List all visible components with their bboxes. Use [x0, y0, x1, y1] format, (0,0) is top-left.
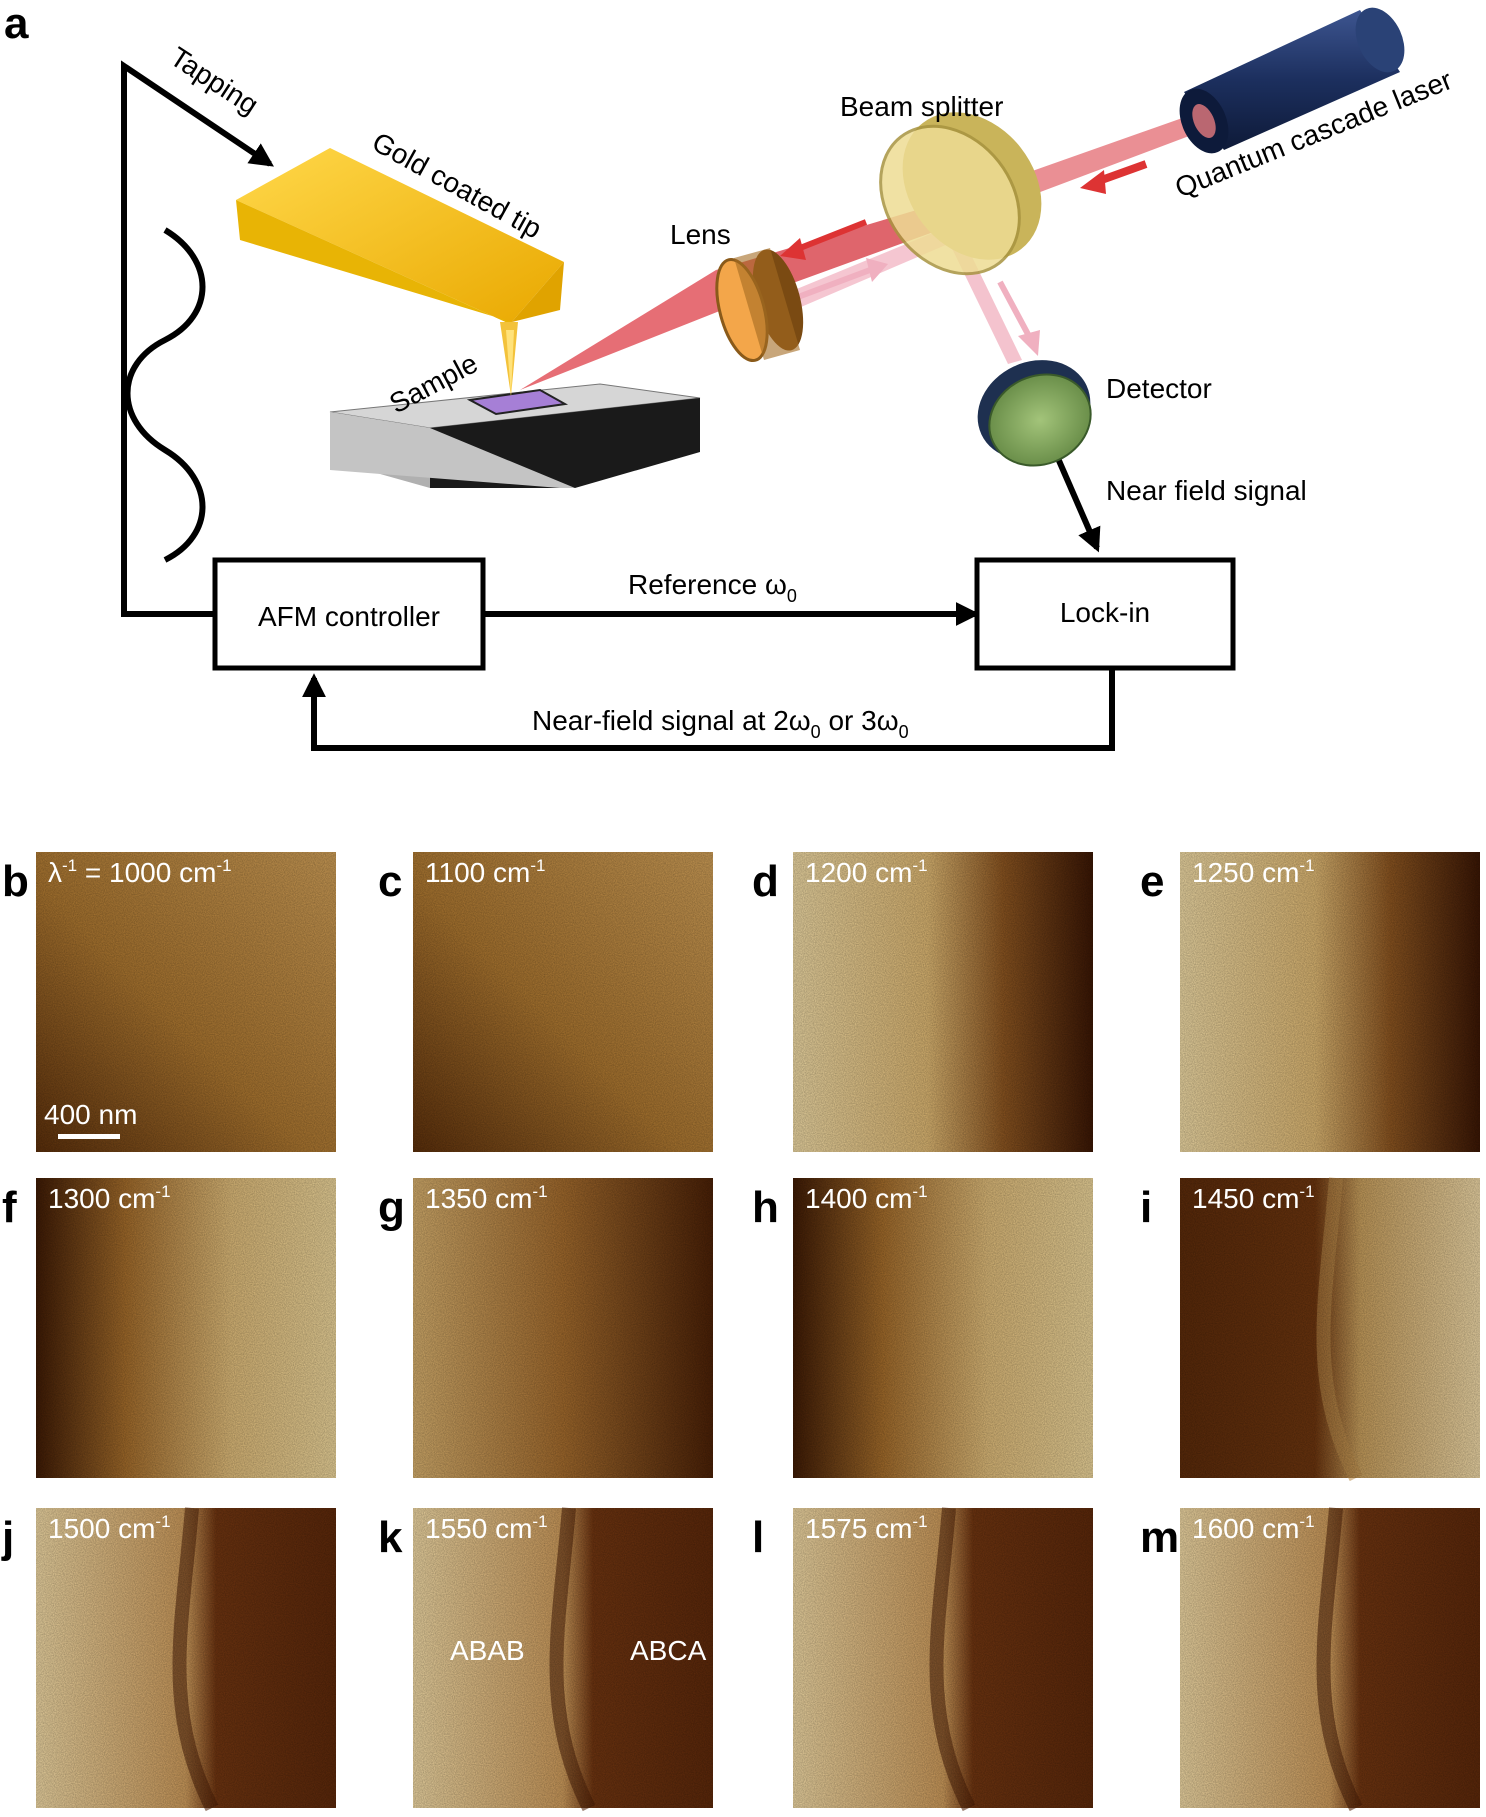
quantum-cascade-laser	[1179, 7, 1405, 154]
panel-a-letter: a	[4, 0, 29, 48]
scale-bar-label: 400 nm	[44, 1099, 137, 1130]
wavenumber-label-b: λ-1 = 1000 cm-1	[48, 856, 232, 888]
lock-in-label: Lock-in	[1060, 597, 1150, 628]
tile-g: g 1350 cm-1	[378, 1178, 713, 1478]
tile-texture-g	[413, 1178, 713, 1478]
wavenumber-label-k: 1550 cm-1	[425, 1512, 548, 1544]
panel-letter-d: d	[752, 857, 779, 906]
wavenumber-label-m: 1600 cm-1	[1192, 1512, 1315, 1544]
wavenumber-label-d: 1200 cm-1	[805, 856, 928, 888]
tile-texture-i	[1180, 1178, 1480, 1478]
detector	[977, 360, 1092, 467]
tile-h: h 1400 cm-1	[752, 1178, 1093, 1478]
panel-letter-i: i	[1140, 1183, 1152, 1232]
lens-label: Lens	[670, 219, 731, 250]
wavenumber-label-j: 1500 cm-1	[48, 1512, 171, 1544]
reference-label: Reference ω0	[628, 569, 797, 606]
tile-texture-h	[793, 1178, 1093, 1478]
afm-controller-box	[212, 557, 486, 671]
tile-texture-j	[36, 1508, 336, 1808]
wavenumber-label-i: 1450 cm-1	[1192, 1182, 1315, 1214]
tile-texture-c	[413, 852, 713, 1152]
laser-beam	[520, 110, 1205, 390]
panel-letter-k: k	[378, 1513, 403, 1562]
sample-chip	[466, 388, 569, 416]
panel-letter-g: g	[378, 1183, 405, 1232]
tile-texture-m	[1180, 1508, 1480, 1808]
tile-f: f 1300 cm-1	[2, 1178, 336, 1478]
tile-d: d 1200 cm-1	[752, 852, 1093, 1152]
detector-label: Detector	[1106, 373, 1212, 404]
tile-texture-k	[413, 1508, 713, 1808]
panel-letter-h: h	[752, 1183, 779, 1232]
tile-texture-d	[793, 852, 1093, 1152]
tile-e: e 1250 cm-1	[1140, 852, 1480, 1152]
near-field-signal-label: Near field signal	[1106, 475, 1307, 506]
panel-letter-j: j	[1, 1513, 14, 1562]
panel-letter-c: c	[378, 857, 402, 906]
panel-letter-f: f	[2, 1183, 17, 1232]
lock-in-box	[974, 557, 1236, 671]
tile-texture-e	[1180, 852, 1480, 1152]
wavenumber-label-c: 1100 cm-1	[425, 856, 545, 888]
oscillation-wave	[124, 227, 206, 563]
tile-m: m 1600 cm-1	[1140, 1507, 1480, 1812]
tile-c: c 1100 cm-1	[378, 852, 713, 1152]
wavenumber-label-g: 1350 cm-1	[425, 1182, 548, 1214]
beam-splitter-label: Beam splitter	[840, 91, 1003, 122]
tile-texture-f	[36, 1178, 336, 1478]
tile-texture-l	[793, 1508, 1093, 1808]
wavenumber-label-e: 1250 cm-1	[1192, 856, 1315, 888]
afm-controller-label: AFM controller	[258, 601, 440, 632]
scale-bar	[58, 1134, 120, 1139]
tile-j: j 1500 cm-1	[1, 1507, 336, 1812]
tile-i: i 1450 cm-1	[1140, 1177, 1480, 1482]
panel-letter-e: e	[1140, 857, 1164, 906]
feedback-label: Near-field signal at 2ω0 or 3ω0	[532, 705, 909, 742]
panel-letter-m: m	[1140, 1513, 1179, 1562]
domain-label-abca: ABCA	[630, 1635, 707, 1666]
domain-label-abab: ABAB	[450, 1635, 525, 1666]
panel-letter-b: b	[2, 857, 29, 906]
beam-arrows	[780, 160, 1148, 356]
lens	[715, 248, 804, 363]
tile-texture-b	[36, 852, 336, 1152]
tile-k: k 1550 cm-1	[378, 1507, 713, 1812]
tile-grid: b λ-1 = 1000 cm-1 c 1100 cm-1 d 1200 cm-1 e 125…	[1, 852, 1480, 1812]
tile-l: l 1575 cm-1	[752, 1507, 1093, 1812]
gold-tip	[236, 148, 564, 396]
wavenumber-label-f: 1300 cm-1	[48, 1182, 171, 1214]
tile-b: b λ-1 = 1000 cm-1	[2, 852, 336, 1152]
tapping-label: Tapping	[165, 41, 264, 120]
wavenumber-label-h: 1400 cm-1	[805, 1182, 928, 1214]
panel-letter-l: l	[752, 1513, 764, 1562]
beam-splitter	[879, 112, 1042, 276]
wavenumber-label-l: 1575 cm-1	[805, 1512, 928, 1544]
